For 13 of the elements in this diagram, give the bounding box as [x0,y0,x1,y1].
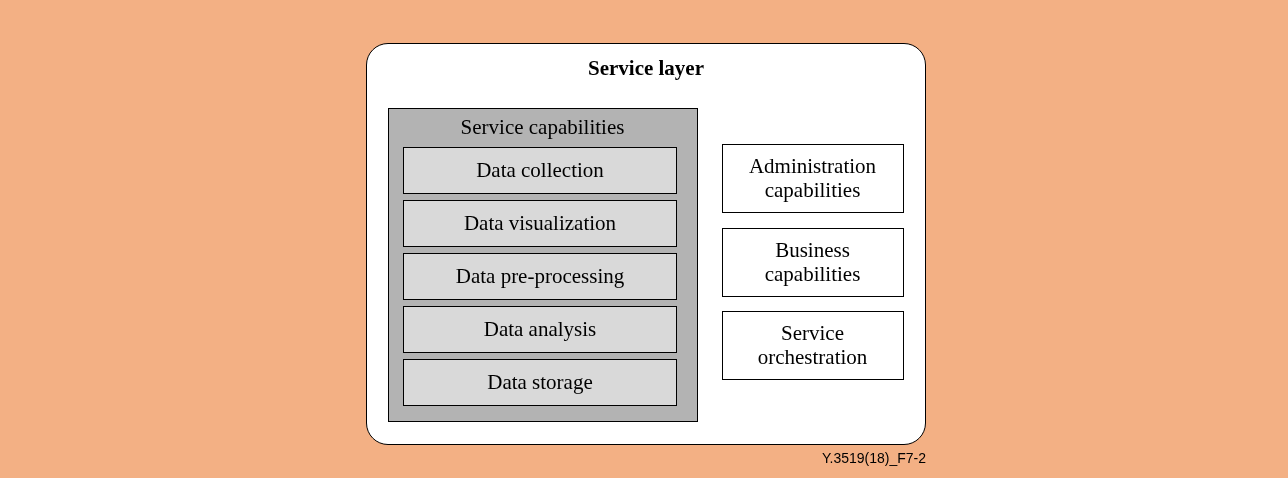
group-title: Service capabilities [459,114,626,140]
capability-box: Service orchestration [721,310,904,380]
capability-box: Data pre-processing [403,253,677,300]
capability-box: Data storage [403,359,677,406]
capability-box: Business capabilities [721,227,904,297]
capability-box: Administration capabilities [721,143,904,213]
layer-title: Service layer [587,56,705,81]
capability-box: Data collection [403,147,677,194]
figure-id-label: Y.3519(18)_F7-2 [821,450,926,466]
layer-panel [366,43,926,445]
capability-box: Data analysis [403,306,677,353]
capability-box: Data visualization [403,200,677,247]
capability-group-panel [387,107,698,422]
